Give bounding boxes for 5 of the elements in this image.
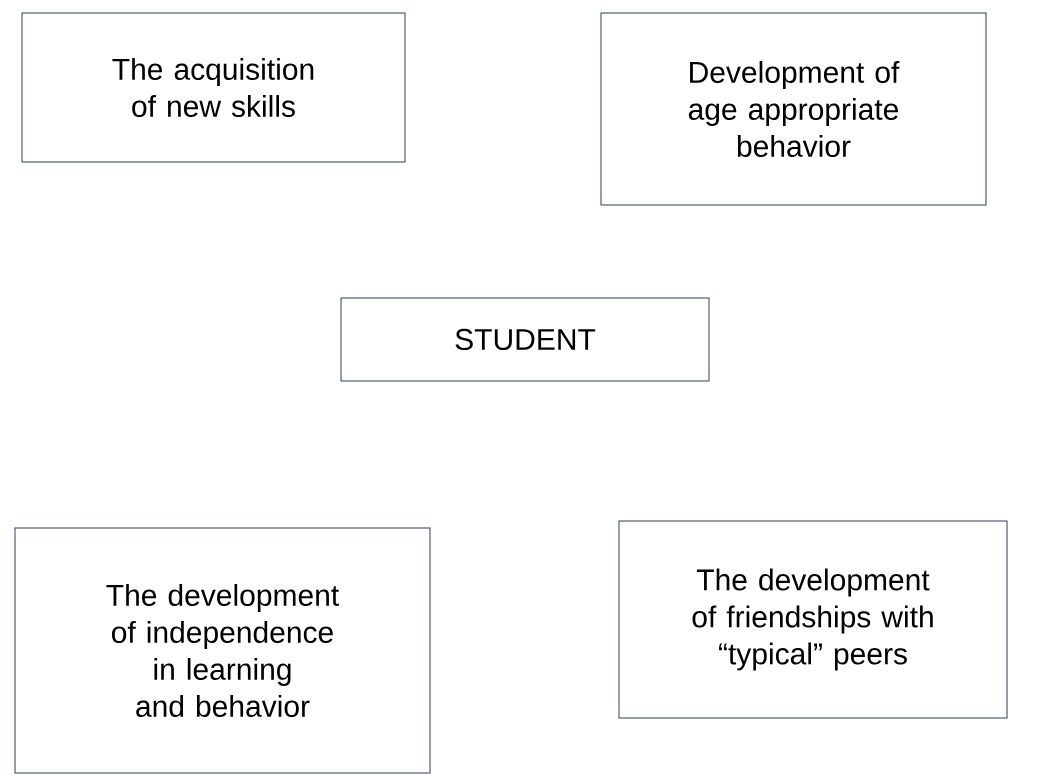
text-box: STUDENT [340,297,710,382]
text-box: The acquisition of new skills [21,12,406,163]
text-box: Development of age appropriate behavior [600,12,987,206]
text-box: The development of independence in learning and behavior [14,527,431,774]
text-box: The development of friendships with “typical” peers [618,520,1008,719]
